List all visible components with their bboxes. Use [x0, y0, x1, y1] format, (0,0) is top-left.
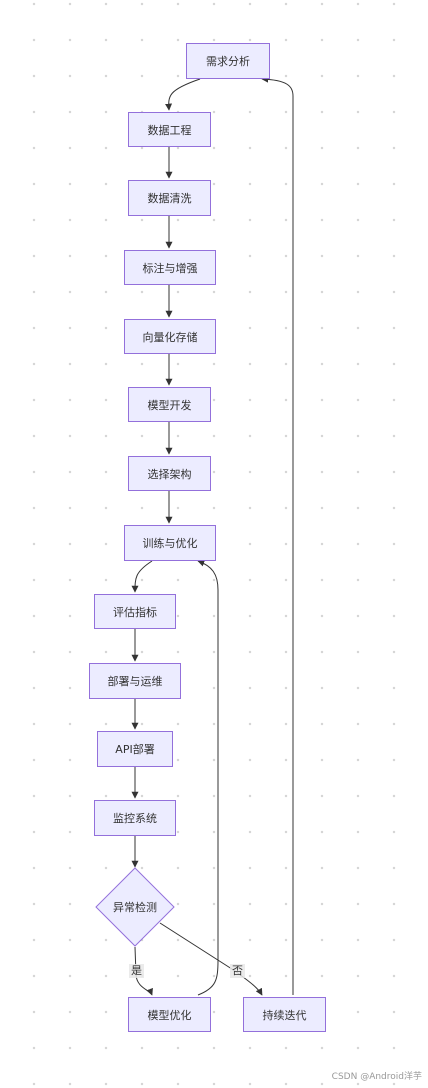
node-vector-storage: 向量化存储	[124, 319, 216, 354]
watermark: CSDN @Android洋芋	[331, 1072, 422, 1082]
node-model-dev: 模型开发	[128, 387, 211, 422]
node-train-optimize: 训练与优化	[124, 525, 216, 561]
edge-need-to-data-eng	[165, 78, 201, 111]
node-anomaly-detect: 异常检测	[113, 901, 157, 914]
node-labeling: 标注与增强	[124, 250, 216, 285]
node-api-deploy: API部署	[97, 731, 173, 767]
node-continuous-iter: 持续迭代	[243, 997, 326, 1032]
edge-anomaly-no	[159, 922, 263, 996]
node-data-cleaning: 数据清洗	[128, 180, 211, 216]
node-choose-arch: 选择架构	[128, 456, 211, 491]
edge-label-no: 否	[230, 964, 245, 978]
node-data-engineering: 数据工程	[128, 112, 211, 147]
edge-optimize-back	[197, 559, 219, 996]
node-model-optimize: 模型优化	[128, 997, 211, 1032]
edge-iterate-back	[261, 75, 294, 995]
node-need-analysis: 需求分析	[186, 43, 270, 79]
node-deploy-ops: 部署与运维	[89, 663, 181, 699]
edge-train-to-eval	[131, 560, 153, 593]
edge-label-yes: 是	[129, 964, 144, 978]
node-monitoring: 监控系统	[94, 800, 176, 836]
anomaly-diamond	[95, 867, 175, 947]
node-eval-metrics: 评估指标	[94, 594, 176, 629]
